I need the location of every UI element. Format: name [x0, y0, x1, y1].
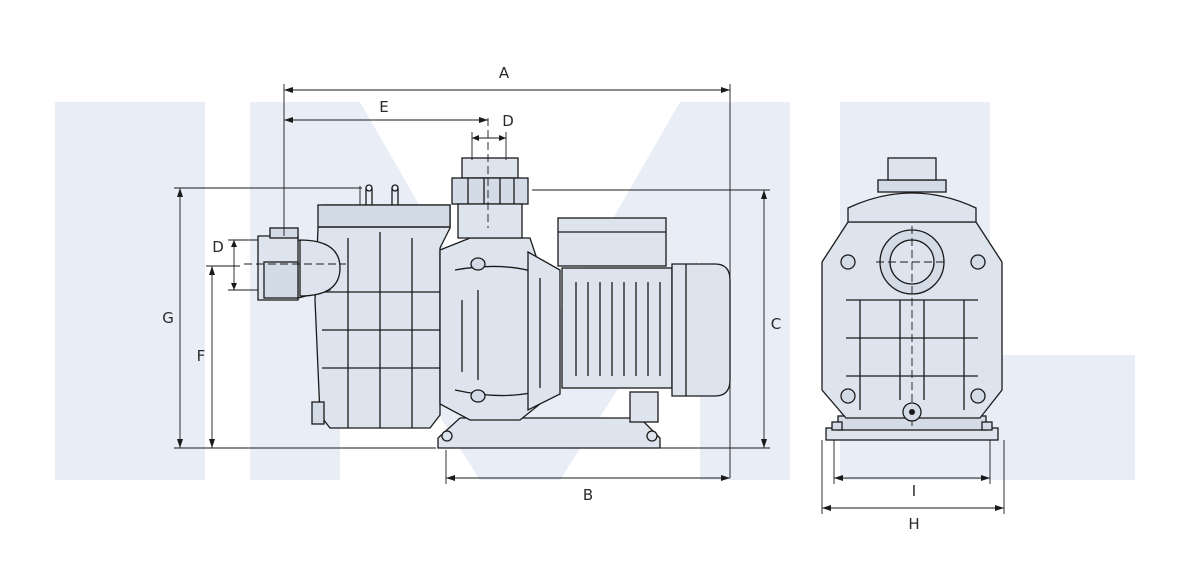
terminal-box [557, 217, 667, 267]
pump-side-view [244, 118, 731, 449]
strainer-housing [314, 204, 451, 429]
label-B: B [583, 486, 593, 504]
motor-body [561, 267, 673, 389]
volute-housing [439, 237, 541, 421]
label-C: C [771, 315, 781, 333]
label-F: F [197, 347, 206, 365]
label-E: E [379, 98, 388, 116]
motor-foot [629, 391, 659, 423]
adapter [527, 250, 561, 412]
pump-front-view [821, 157, 1003, 441]
dimension-lines [174, 84, 1005, 514]
base-plate [437, 417, 661, 449]
dimension-labels: A E D D G F C B I H [162, 64, 919, 533]
label-D-side: D [212, 238, 224, 256]
label-H: H [908, 515, 919, 533]
label-A: A [499, 64, 510, 82]
label-I: I [912, 482, 916, 500]
motor-fins [575, 282, 661, 376]
fan-cover [671, 263, 731, 397]
label-D-top: D [502, 112, 514, 130]
front-lid [847, 192, 977, 223]
label-G: G [162, 309, 174, 327]
outlet-union-top [461, 157, 519, 179]
strainer-lid [317, 204, 451, 228]
front-housing [821, 221, 1003, 419]
outlet-union-nut [451, 177, 529, 205]
